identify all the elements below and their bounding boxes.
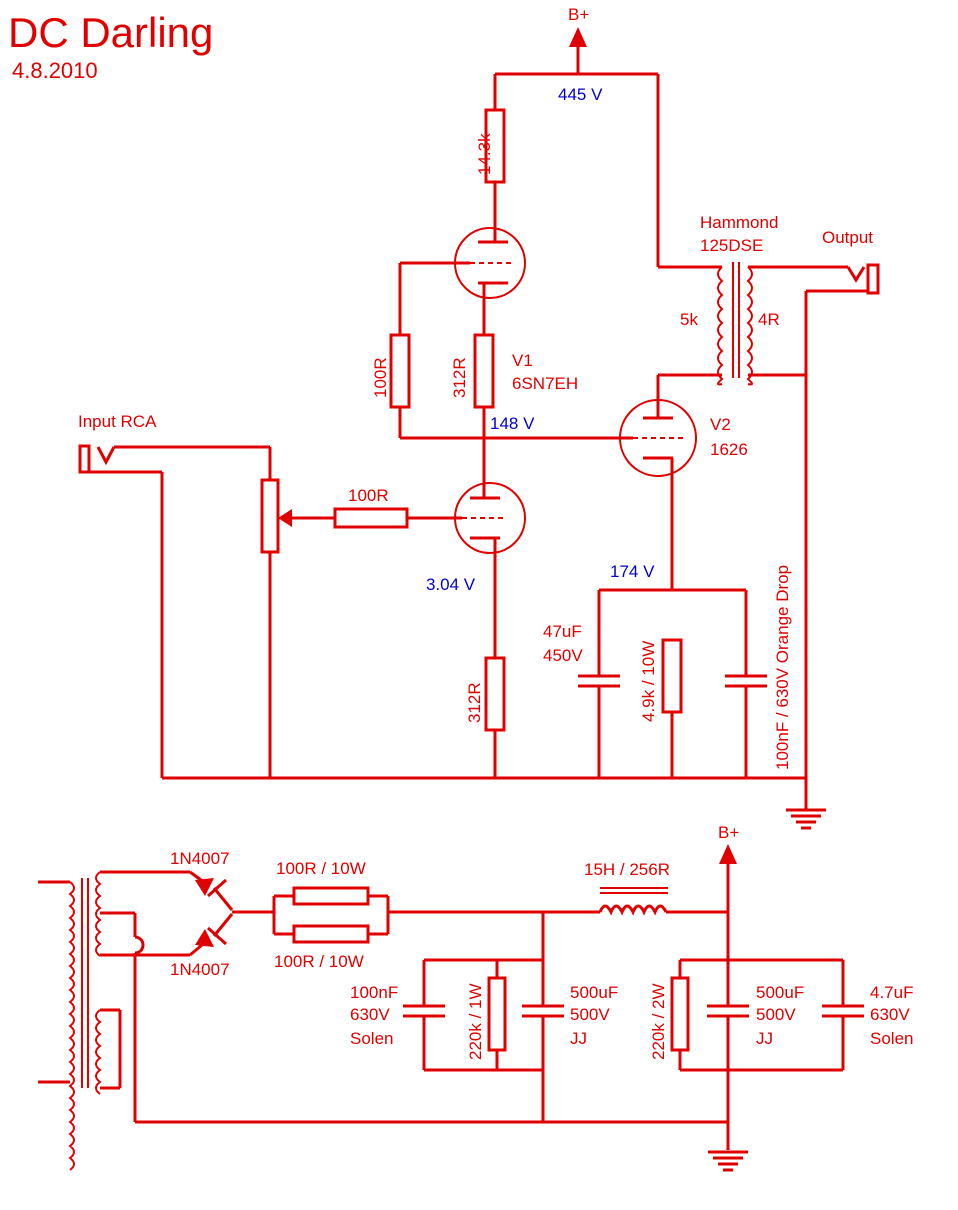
psu-cap3-label-3: JJ — [756, 1029, 773, 1048]
v1-type: 6SN7EH — [512, 374, 578, 393]
ground-symbol-amp — [786, 808, 826, 830]
psu-bleeder-1-label: 220k / 1W — [466, 983, 485, 1060]
input-rca-jack — [78, 444, 116, 474]
output-label: Output — [822, 228, 873, 247]
psu-bleeder-2 — [670, 976, 690, 1052]
psu-cap3-label-2: 500V — [756, 1005, 796, 1024]
psu-cap1-label-3: Solen — [350, 1029, 393, 1048]
transformer-primary-label: 5k — [680, 310, 698, 329]
voltage-304: 3.04 V — [426, 575, 476, 594]
bplus-psu-symbol — [719, 844, 737, 912]
resistor-input-grid-label: 100R — [348, 486, 389, 505]
voltage-445: 445 V — [558, 85, 603, 104]
resistor-cathode-upper — [473, 333, 495, 409]
cap-cathode-label-1: 47uF — [543, 622, 582, 641]
voltage-174: 174 V — [610, 562, 655, 581]
psu-bleeder-2-label: 220k / 2W — [649, 983, 668, 1060]
psu-cap2-label-2: 500V — [570, 1005, 610, 1024]
bplus-top-symbol — [569, 27, 587, 74]
psu-cap2-label-1: 500uF — [570, 983, 618, 1002]
output-jack — [846, 263, 880, 295]
resistor-grid-upper — [389, 333, 411, 409]
v2-name: V2 — [710, 415, 731, 434]
bplus-psu-label: B+ — [718, 823, 739, 842]
cap-bypass-label: 100nF / 630V Orange Drop — [773, 565, 792, 770]
psu-cap4-label-3: Solen — [870, 1029, 913, 1048]
choke — [598, 887, 668, 916]
transformer-model: 125DSE — [700, 236, 763, 255]
psu-cap3-label-1: 500uF — [756, 983, 804, 1002]
resistor-input-grid — [333, 507, 409, 529]
cap-cathode-label-2: 450V — [543, 646, 583, 665]
v2-type: 1626 — [710, 440, 748, 459]
resistor-plate-label: 14.3k — [475, 133, 494, 175]
resistor-cathode-upper-label: 312R — [450, 357, 469, 398]
resistor-cathode-lower-label: 312R — [465, 682, 484, 723]
input-label: Input RCA — [78, 412, 157, 431]
psu-cap4-label-2: 630V — [870, 1005, 910, 1024]
diode-top-label: 1N4007 — [170, 849, 230, 868]
resistor-cathode-v2 — [661, 638, 683, 714]
power-transformer — [38, 871, 102, 1171]
resistor-cathode-v2-label: 4.9k / 10W — [639, 641, 658, 722]
psu-resistor-bottom-label: 100R / 10W — [274, 952, 364, 971]
transformer-name: Hammond — [700, 213, 778, 232]
psu-cap2-label-3: JJ — [570, 1029, 587, 1048]
bplus-top-label: B+ — [568, 5, 589, 24]
voltage-148: 148 V — [490, 414, 535, 433]
choke-label: 15H / 256R — [584, 860, 670, 879]
psu-cap1-label-1: 100nF — [350, 983, 398, 1002]
diode-bottom — [189, 913, 234, 957]
psu-bleeder-1 — [487, 976, 507, 1052]
diode-top — [189, 870, 234, 911]
output-transformer — [717, 262, 753, 386]
v1-name: V1 — [512, 351, 533, 370]
psu-cap4-label-1: 4.7uF — [870, 983, 913, 1002]
psu-resistor-top — [292, 886, 370, 906]
volume-potentiometer — [260, 478, 280, 554]
schematic-title: DC Darling — [8, 9, 213, 56]
v1-lower-triode — [454, 482, 526, 554]
psu-resistor-top-label: 100R / 10W — [276, 859, 366, 878]
resistor-cathode-lower — [484, 656, 506, 732]
transformer-secondary-label: 4R — [758, 310, 780, 329]
diode-bottom-label: 1N4007 — [170, 960, 230, 979]
psu-resistor-bottom — [292, 924, 370, 944]
schematic-date: 4.8.2010 — [12, 58, 98, 83]
resistor-grid-upper-label: 100R — [371, 357, 390, 398]
psu-cap1-label-2: 630V — [350, 1005, 390, 1024]
potentiometer-wiper-arrow — [278, 509, 292, 527]
ground-symbol-psu — [708, 1150, 748, 1172]
